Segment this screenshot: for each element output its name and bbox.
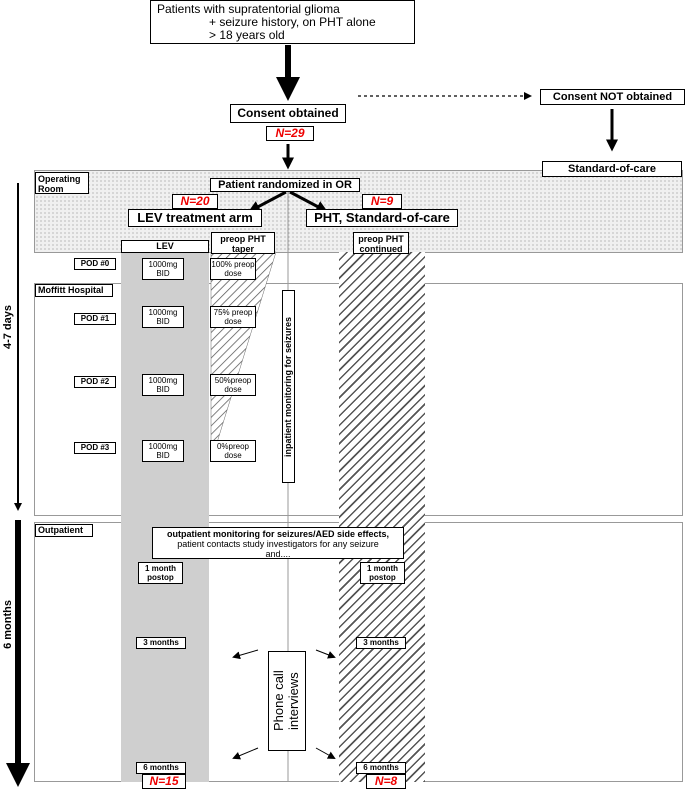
pod-3-label: POD #3 bbox=[74, 442, 116, 454]
inpatient-monitoring-label: inpatient monitoring for seizures bbox=[283, 317, 293, 458]
inpatient-monitoring-bar bbox=[282, 290, 295, 483]
outpatient-monitoring-box: outpatient monitoring for seizures/AED s… bbox=[152, 527, 404, 559]
pod-1-dose: 1000mg BID bbox=[142, 306, 184, 328]
taper-header: preop PHT taper bbox=[211, 232, 275, 254]
consent-not-obtained-box: Consent NOT obtained bbox=[540, 89, 685, 105]
lev-1-month: 1 month postop bbox=[138, 562, 183, 584]
lev-branch-arrow bbox=[248, 190, 287, 213]
pod-2-label: POD #2 bbox=[74, 376, 116, 388]
pod-3-dose: 1000mg BID bbox=[142, 440, 184, 462]
lev-column bbox=[121, 252, 209, 782]
operating-room-label: Operating Room bbox=[35, 172, 89, 194]
pod-0-taper: 100% preop dose bbox=[210, 258, 256, 280]
days-label: 4-7 days bbox=[2, 305, 14, 350]
pod-2-taper: 50%preop dose bbox=[210, 374, 256, 396]
outpatient-monitoring-title: outpatient monitoring for seizures/AED s… bbox=[166, 529, 390, 539]
pht-1-month: 1 month postop bbox=[360, 562, 405, 584]
pht-column-header: preop PHT continued bbox=[353, 232, 409, 254]
lev-column-header: LEV bbox=[121, 240, 209, 253]
lev-3-months: 3 months bbox=[136, 637, 186, 649]
lev-arm-label: LEV treatment arm bbox=[128, 209, 262, 227]
outpatient-label: Outpatient bbox=[35, 524, 93, 537]
pod-1-taper: 75% preop dose bbox=[210, 306, 256, 328]
phone-arrow-up-right bbox=[315, 649, 336, 659]
eligibility-line2: + seizure history, on PHT alone bbox=[209, 15, 376, 29]
phone-arrow-down-right bbox=[315, 747, 336, 759]
lev-final-n: N=15 bbox=[142, 774, 186, 789]
lev-arm-n: N=20 bbox=[172, 194, 218, 209]
outpatient-monitoring-line2: patient contacts study investigators for… bbox=[177, 539, 379, 549]
standard-care-box: Standard-of-care bbox=[542, 161, 682, 177]
eligibility-line3: > 18 years old bbox=[209, 28, 285, 42]
pht-3-months: 3 months bbox=[356, 637, 406, 649]
taper-triangle bbox=[210, 251, 277, 463]
outpatient-monitoring-line3: and.... bbox=[265, 549, 291, 559]
consent-n: N=29 bbox=[266, 126, 314, 141]
pod-3-taper: 0%preop dose bbox=[210, 440, 256, 462]
lev-6-months: 6 months bbox=[136, 762, 186, 774]
pod-0-label: POD #0 bbox=[74, 258, 116, 270]
pht-continued-column bbox=[339, 252, 425, 782]
phone-arrow-down-left bbox=[232, 747, 259, 760]
phone-arrow-up-left bbox=[232, 649, 259, 660]
pht-arm-n: N=9 bbox=[362, 194, 402, 209]
eligibility-box: Patients with supratentorial glioma + se… bbox=[150, 0, 415, 44]
eligibility-line1: Patients with supratentorial glioma bbox=[157, 2, 340, 16]
consent-obtained-box: Consent obtained bbox=[230, 104, 346, 123]
pod-0-dose: 1000mg BID bbox=[142, 258, 184, 280]
pht-final-n: N=8 bbox=[366, 774, 406, 789]
pht-arm-label: PHT, Standard-of-care bbox=[306, 209, 458, 227]
pht-6-months: 6 months bbox=[356, 762, 406, 774]
phone-call-box bbox=[268, 651, 306, 751]
pht-branch-arrow bbox=[289, 190, 328, 213]
pod-1-label: POD #1 bbox=[74, 313, 116, 325]
phone-call-label: Phone call interviews bbox=[271, 670, 301, 732]
hospital-label: Moffitt Hospital bbox=[35, 284, 113, 297]
pod-2-dose: 1000mg BID bbox=[142, 374, 184, 396]
randomized-box: Patient randomized in OR bbox=[210, 178, 360, 192]
months-label: 6 months bbox=[2, 600, 14, 649]
